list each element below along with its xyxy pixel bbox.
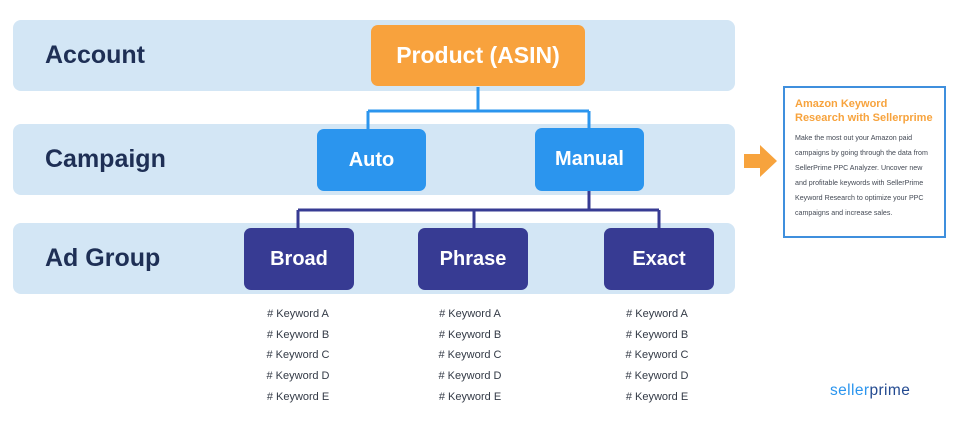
level-label-account: Account — [45, 41, 145, 69]
phrase-adgroup-node: Phrase — [418, 228, 528, 290]
keyword-item: # Keyword B — [266, 328, 330, 341]
keyword-item: # Keyword E — [266, 390, 330, 403]
keyword-item: # Keyword A — [267, 308, 329, 320]
card-body: Make the most out your Amazon paid campa… — [795, 134, 928, 217]
keyword-item: # Keyword B — [625, 328, 689, 341]
manual-campaign-node: Manual — [535, 128, 644, 191]
keyword-item: # Keyword C — [438, 349, 502, 362]
keyword-research-card[interactable]: Amazon Keyword Research with Sellerprime… — [783, 86, 946, 238]
level-label-ad-group: Ad Group — [45, 244, 161, 272]
sellerprime-logo: sellerprime — [830, 382, 910, 400]
keyword-item: # Keyword D — [438, 370, 502, 383]
exact-keyword-list: # Keyword A # Keyword B # Keyword C # Ke… — [597, 304, 717, 407]
keyword-item: # Keyword E — [625, 390, 689, 403]
broad-keyword-list: # Keyword A # Keyword B # Keyword C # Ke… — [238, 304, 358, 407]
keyword-item: # Keyword B — [438, 328, 502, 341]
keyword-item: # Keyword A — [439, 308, 501, 320]
product-asin-node: Product (ASIN) — [371, 25, 585, 86]
card-title: Amazon Keyword Research with Sellerprime — [795, 98, 933, 124]
keyword-item: # Keyword E — [438, 390, 502, 403]
keyword-item: # Keyword A — [626, 308, 688, 320]
brand-prefix: seller — [830, 382, 870, 399]
auto-campaign-node: Auto — [317, 129, 426, 191]
brand-suffix: prime — [869, 382, 911, 399]
right-arrow-icon — [744, 145, 777, 177]
phrase-keyword-list: # Keyword A # Keyword B # Keyword C # Ke… — [410, 304, 530, 407]
broad-adgroup-node: Broad — [244, 228, 354, 290]
exact-adgroup-node: Exact — [604, 228, 714, 290]
keyword-item: # Keyword C — [625, 349, 689, 362]
level-label-campaign: Campaign — [45, 145, 166, 173]
keyword-item: # Keyword C — [266, 349, 330, 362]
keyword-item: # Keyword D — [625, 370, 689, 383]
keyword-item: # Keyword D — [266, 370, 330, 383]
